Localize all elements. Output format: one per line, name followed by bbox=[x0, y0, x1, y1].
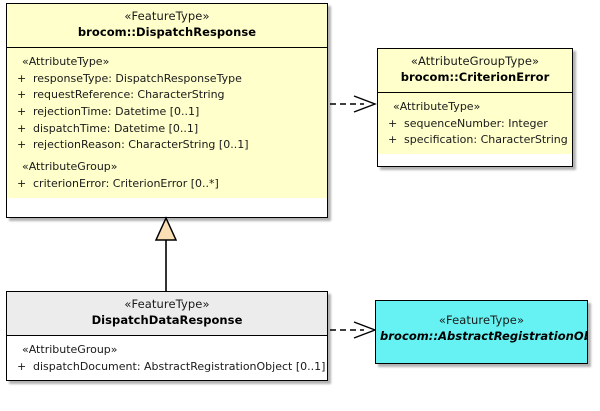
attribute-visibility: + bbox=[17, 359, 27, 373]
attribute-row: + specification: CharacterString bbox=[382, 132, 568, 149]
class-header-dispatch-response: «FeatureType» brocom::DispatchResponse bbox=[7, 4, 327, 48]
class-header-abstract-registration-object: «FeatureType» brocom::AbstractRegistrati… bbox=[376, 301, 587, 351]
compartment-group-label: «AttributeGroup» bbox=[22, 342, 118, 356]
class-title: DispatchDataResponse bbox=[91, 312, 243, 327]
attribute-label: requestReference: CharacterString bbox=[33, 88, 225, 102]
attribute-label: responseType: DispatchResponseType bbox=[33, 71, 242, 85]
class-title: brocom::CriterionError bbox=[400, 69, 550, 84]
class-body-criterion-error: «AttributeType» + sequenceNumber: Intege… bbox=[378, 92, 572, 154]
attribute-row: + requestReference: CharacterString bbox=[11, 87, 323, 104]
attribute-visibility: + bbox=[388, 116, 398, 130]
attribute-visibility: + bbox=[388, 133, 398, 147]
class-box-criterion-error[interactable]: «AttributeGroupType» brocom::CriterionEr… bbox=[377, 48, 573, 167]
attribute-row: + criterionError: CriterionError [0..*] bbox=[11, 176, 323, 193]
class-header-dispatch-data-response: «FeatureType» DispatchDataResponse bbox=[7, 292, 327, 336]
attribute-row: + sequenceNumber: Integer bbox=[382, 115, 568, 132]
attribute-label: specification: CharacterString bbox=[404, 133, 568, 147]
attribute-visibility: + bbox=[17, 88, 27, 102]
class-stereotype: «FeatureType» bbox=[438, 313, 525, 327]
attribute-visibility: + bbox=[17, 138, 27, 152]
attribute-label: rejectionReason: CharacterString [0..1] bbox=[33, 138, 249, 152]
attribute-label: sequenceNumber: Integer bbox=[404, 116, 548, 130]
class-box-dispatch-response[interactable]: «FeatureType» brocom::DispatchResponse «… bbox=[6, 3, 328, 218]
class-title: brocom::DispatchResponse bbox=[77, 24, 257, 39]
compartment-group-label: «AttributeGroup» bbox=[22, 160, 118, 174]
attribute-row: + rejectionReason: CharacterString [0..1… bbox=[11, 137, 323, 154]
attribute-visibility: + bbox=[17, 105, 27, 119]
class-stereotype: «FeatureType» bbox=[124, 297, 210, 311]
attribute-label: criterionError: CriterionError [0..*] bbox=[33, 177, 219, 191]
dependency-dispatchdataresponse-abstractregistrationobject bbox=[330, 321, 377, 339]
class-box-abstract-registration-object[interactable]: «FeatureType» brocom::AbstractRegistrati… bbox=[375, 300, 588, 364]
attribute-visibility: + bbox=[17, 177, 27, 191]
class-body-dispatch-data-response: «AttributeGroup» + dispatchDocument: Abs… bbox=[7, 335, 327, 380]
attribute-row: + rejectionTime: Datetime [0..1] bbox=[11, 104, 323, 121]
attribute-row: + responseType: DispatchResponseType bbox=[11, 70, 323, 87]
attribute-label: dispatchDocument: AbstractRegistrationOb… bbox=[33, 359, 326, 373]
generalization-dispatchdataresponse-dispatchresponse bbox=[154, 216, 178, 291]
attribute-label: rejectionTime: Datetime [0..1] bbox=[33, 105, 200, 119]
class-box-dispatch-data-response[interactable]: «FeatureType» DispatchDataResponse «Attr… bbox=[6, 291, 328, 381]
class-header-criterion-error: «AttributeGroupType» brocom::CriterionEr… bbox=[378, 49, 572, 93]
dependency-dispatchresponse-criterionerror bbox=[330, 95, 377, 113]
attribute-row: + dispatchTime: Datetime [0..1] bbox=[11, 120, 323, 137]
attribute-label: dispatchTime: Datetime [0..1] bbox=[33, 121, 199, 135]
class-stereotype: «AttributeGroupType» bbox=[410, 54, 540, 68]
class-title: brocom::AbstractRegistrationObject bbox=[380, 328, 587, 343]
compartment-group-label: «AttributeType» bbox=[22, 54, 110, 68]
class-stereotype: «FeatureType» bbox=[124, 9, 210, 23]
attribute-visibility: + bbox=[17, 71, 27, 85]
compartment-group-label: «AttributeType» bbox=[393, 99, 481, 113]
attribute-row: + dispatchDocument: AbstractRegistration… bbox=[11, 358, 326, 375]
class-body-dispatch-response: «AttributeType» + responseType: Dispatch… bbox=[7, 47, 327, 198]
attribute-visibility: + bbox=[17, 121, 27, 135]
